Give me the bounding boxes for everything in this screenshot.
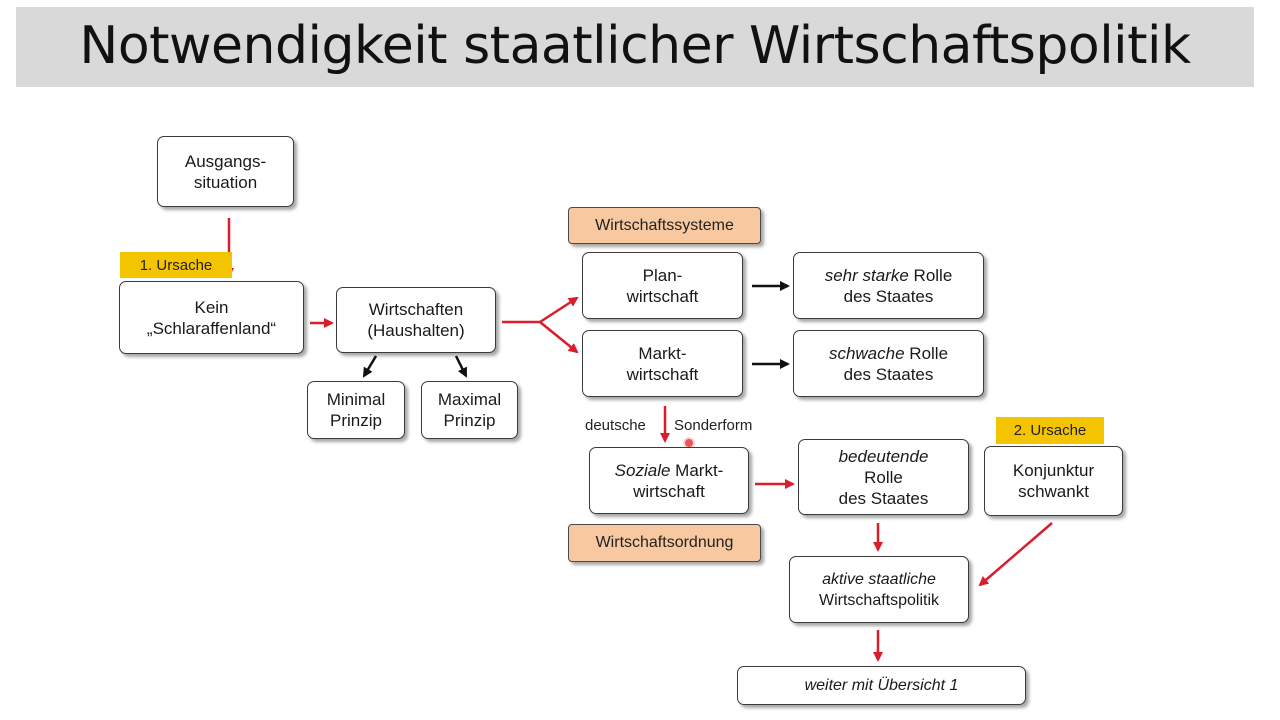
box-schwache-italic: schwache bbox=[828, 343, 905, 363]
box-konjunktur-line1: Konjunktur bbox=[1012, 461, 1095, 480]
title-bar: Notwendigkeit staatlicher Wirtschaftspol… bbox=[16, 7, 1254, 87]
box-schwache-line1: schwache Rolle bbox=[829, 343, 948, 364]
box-wirtschaften: Wirtschaften (Haushalten) bbox=[336, 287, 496, 353]
box-wirtschaften-line1: Wirtschaften bbox=[368, 300, 464, 319]
label-deutsche: deutsche bbox=[585, 417, 646, 434]
box-weiter-line1: weiter mit Übersicht 1 bbox=[804, 677, 959, 694]
box-weiter-uebersicht: weiter mit Übersicht 1 bbox=[737, 666, 1026, 705]
box-konjunktur-line2: schwankt bbox=[1018, 482, 1089, 501]
box-aktive-line1: aktive staatliche bbox=[822, 569, 936, 590]
label-sonderform: Sonderform bbox=[674, 417, 753, 434]
box-bedeutende-line2: Rolle bbox=[864, 467, 903, 487]
box-marktwirtschaft: Markt- wirtschaft bbox=[582, 330, 743, 397]
box-kein-schlaraffenland: Kein „Schlaraffenland“ bbox=[119, 281, 304, 354]
box-ausgangssituation-line1: Ausgangs- bbox=[184, 151, 267, 171]
box-minimal-line2: Prinzip bbox=[330, 411, 382, 430]
box-schwache-rest: Rolle bbox=[904, 343, 949, 363]
tag-ursache-1: 1. Ursache bbox=[120, 252, 232, 278]
box-planwirtschaft: Plan- wirtschaft bbox=[582, 252, 743, 319]
box-minimal-prinzip: Minimal Prinzip bbox=[307, 381, 405, 439]
box-sehr-starke-rest: Rolle bbox=[908, 265, 953, 285]
box-kein-line1: Kein bbox=[194, 297, 229, 317]
box-bedeutende-italic: bedeutende bbox=[838, 446, 929, 466]
tag-wirtschaftssysteme: Wirtschaftssysteme bbox=[568, 207, 761, 244]
box-kein-line2: „Schlaraffenland“ bbox=[146, 318, 277, 338]
box-soziale-line2: wirtschaft bbox=[633, 481, 705, 501]
pointer-dot bbox=[685, 439, 693, 447]
arrow-fork-to-plan bbox=[539, 296, 579, 324]
box-soziale-rest: Markt- bbox=[670, 460, 724, 480]
box-aktive-wirtschaftspolitik: aktive staatliche Wirtschaftspolitik bbox=[789, 556, 969, 623]
arrow-wirtschaften-to-maximal bbox=[454, 355, 468, 378]
box-ausgangssituation: Ausgangs- situation bbox=[157, 136, 294, 207]
box-schwache-line2: des Staates bbox=[843, 364, 934, 384]
box-maximal-line1: Maximal bbox=[437, 390, 502, 409]
box-sehr-starke-line2: des Staates bbox=[843, 286, 934, 306]
box-sehr-starke-italic: sehr starke bbox=[824, 265, 909, 285]
box-bedeutende-rolle: bedeutende Rolle des Staates bbox=[798, 439, 969, 515]
box-soziale-marktwirtschaft: Soziale Markt- wirtschaft bbox=[589, 447, 749, 514]
arrow-wirtschaften-to-minimal bbox=[362, 355, 378, 378]
tag-ursache-2: 2. Ursache bbox=[996, 417, 1104, 444]
box-soziale-line1: Soziale Markt- bbox=[615, 460, 724, 481]
box-konjunktur-schwankt: Konjunktur schwankt bbox=[984, 446, 1123, 516]
box-plan-line2: wirtschaft bbox=[626, 286, 699, 306]
box-minimal-line1: Minimal bbox=[326, 390, 386, 409]
box-markt-line1: Markt- bbox=[638, 343, 687, 363]
arrow-fork-to-markt bbox=[539, 321, 579, 354]
page-title: Notwendigkeit staatlicher Wirtschaftspol… bbox=[79, 16, 1191, 76]
tag-wirtschaftsordnung: Wirtschaftsordnung bbox=[568, 524, 761, 562]
box-bedeutende-line3: des Staates bbox=[838, 488, 929, 508]
box-maximal-prinzip: Maximal Prinzip bbox=[421, 381, 518, 439]
box-markt-line2: wirtschaft bbox=[626, 364, 699, 384]
box-wirtschaften-line2: (Haushalten) bbox=[367, 321, 465, 340]
box-maximal-line2: Prinzip bbox=[443, 411, 496, 430]
box-schwache-rolle: schwache Rolle des Staates bbox=[793, 330, 984, 397]
box-ausgangssituation-line2: situation bbox=[193, 172, 258, 192]
box-soziale-italic: Soziale bbox=[614, 460, 671, 480]
box-sehr-starke-rolle: sehr starke Rolle des Staates bbox=[793, 252, 984, 319]
box-sehr-starke-line1: sehr starke Rolle bbox=[825, 265, 953, 286]
box-plan-line1: Plan- bbox=[642, 265, 683, 285]
box-aktive-italic: aktive staatliche bbox=[822, 570, 936, 588]
box-bedeutende-line1: bedeutende bbox=[839, 446, 929, 467]
arrow-konjunktur-to-aktive bbox=[978, 522, 1053, 587]
box-aktive-line2: Wirtschaftspolitik bbox=[818, 591, 940, 609]
